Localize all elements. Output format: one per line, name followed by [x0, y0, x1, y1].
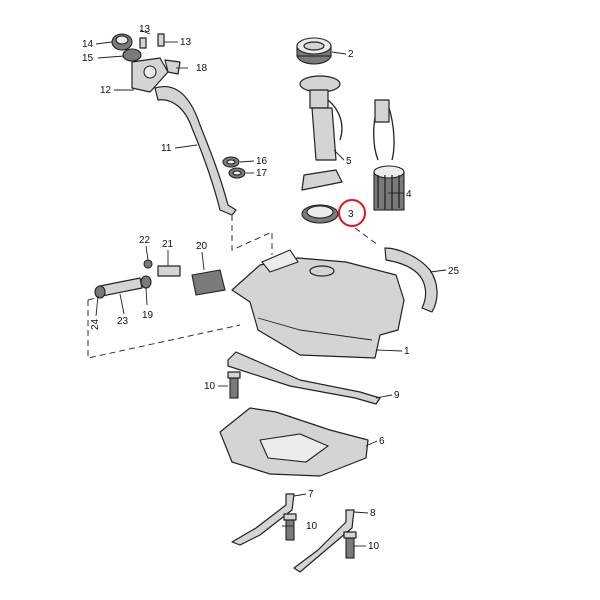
- pump-module: [373, 99, 405, 211]
- callouts: 13 14 15 13 18 12 11 16 17 2 5 4 3 25 1 …: [82, 24, 460, 552]
- seal-ring: [301, 204, 339, 224]
- callout-16: 16: [256, 156, 268, 167]
- callout-4: 4: [406, 189, 412, 200]
- heat-shield: [219, 407, 369, 477]
- callout-6: 6: [379, 436, 385, 447]
- callout-10-c: 10: [368, 541, 380, 552]
- callout-7: 7: [308, 489, 314, 500]
- callout-2: 2: [348, 49, 354, 60]
- tank-strap: [227, 351, 381, 405]
- callout-22: 22: [139, 235, 151, 246]
- grommets: [222, 156, 246, 179]
- fuel-pump-sender: [299, 75, 343, 191]
- callout-9: 9: [394, 390, 400, 401]
- callout-15: 15: [82, 53, 94, 64]
- callout-3: 3: [348, 209, 354, 220]
- callout-17: 17: [256, 168, 268, 179]
- callout-23: 23: [117, 316, 129, 327]
- callout-12: 12: [100, 85, 112, 96]
- callout-13-top: 13: [139, 24, 151, 35]
- callout-11: 11: [161, 143, 172, 154]
- callout-20: 20: [196, 241, 208, 252]
- callout-8: 8: [370, 508, 376, 519]
- hose-and-clamps: [94, 275, 152, 299]
- callout-18: 18: [196, 63, 208, 74]
- bolts: [227, 371, 357, 559]
- callout-13-right: 13: [180, 37, 192, 48]
- filler-pipe: [154, 86, 237, 216]
- callout-19: 19: [142, 310, 154, 321]
- vent-hose: [384, 247, 438, 313]
- callout-5: 5: [346, 156, 352, 167]
- callout-1: 1: [404, 346, 410, 357]
- callout-25: 25: [448, 266, 460, 277]
- filler-cap-assembly: [111, 33, 181, 93]
- mounting-brackets: [231, 493, 355, 573]
- fuel-tank: [231, 249, 405, 359]
- callout-10-b: 10: [306, 521, 318, 532]
- highlight-circle: [338, 199, 366, 227]
- locking-ring: [296, 37, 332, 65]
- valve-group: [143, 259, 226, 296]
- callout-21: 21: [162, 239, 174, 250]
- callout-24: 24: [90, 318, 101, 330]
- callout-14: 14: [82, 39, 94, 50]
- leader-lines: [95, 29, 447, 547]
- callout-10-a: 10: [204, 381, 216, 392]
